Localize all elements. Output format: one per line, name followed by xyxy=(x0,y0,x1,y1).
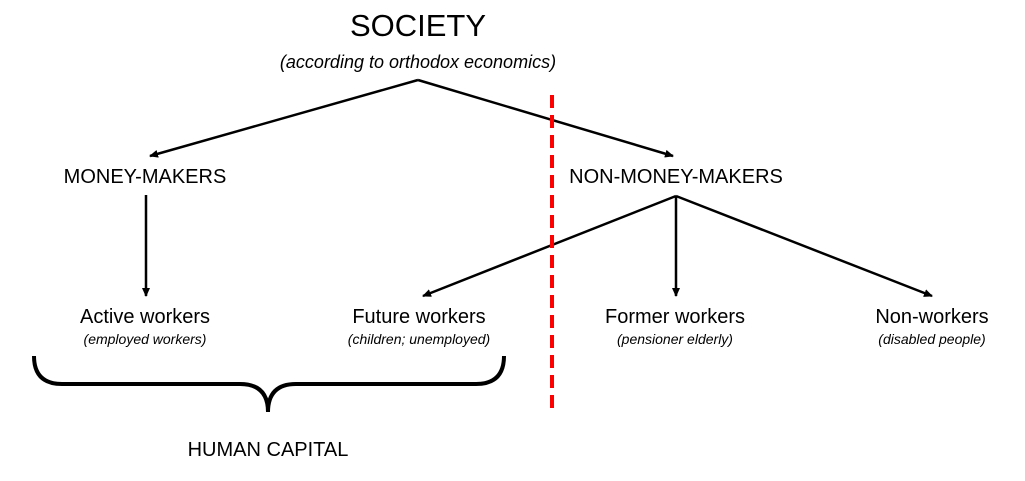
diagram-title: SOCIETY xyxy=(350,8,486,43)
leaf-label: Future workers xyxy=(352,306,485,328)
arrow-society-to-non-money-makers xyxy=(417,78,674,158)
arrow-society-to-money-makers xyxy=(149,78,419,158)
brace-label-human-capital: HUMAN CAPITAL xyxy=(188,439,349,461)
leaf-non-workers: Non-workers (disabled people) xyxy=(875,306,988,347)
node-non-money-makers: NON-MONEY-MAKERS xyxy=(569,166,783,188)
leaf-former-workers: Former workers (pensioner elderly) xyxy=(605,306,745,347)
leaf-active-workers: Active workers (employed workers) xyxy=(80,306,210,347)
leaf-label: Former workers xyxy=(605,306,745,328)
diagram-subtitle: (according to orthodox economics) xyxy=(280,52,556,72)
leaf-note: (disabled people) xyxy=(878,331,985,347)
node-money-makers: MONEY-MAKERS xyxy=(64,166,227,188)
leaf-future-workers: Future workers (children; unemployed) xyxy=(348,306,490,347)
leaf-note: (employed workers) xyxy=(84,331,207,347)
arrow-to-future-workers xyxy=(422,194,677,298)
arrow-to-non-workers xyxy=(675,194,933,298)
leaf-label: Non-workers xyxy=(875,306,988,328)
leaf-note: (pensioner elderly) xyxy=(617,331,733,347)
leaf-label: Active workers xyxy=(80,306,210,328)
curly-brace xyxy=(32,355,506,413)
leaf-note: (children; unemployed) xyxy=(348,331,490,347)
